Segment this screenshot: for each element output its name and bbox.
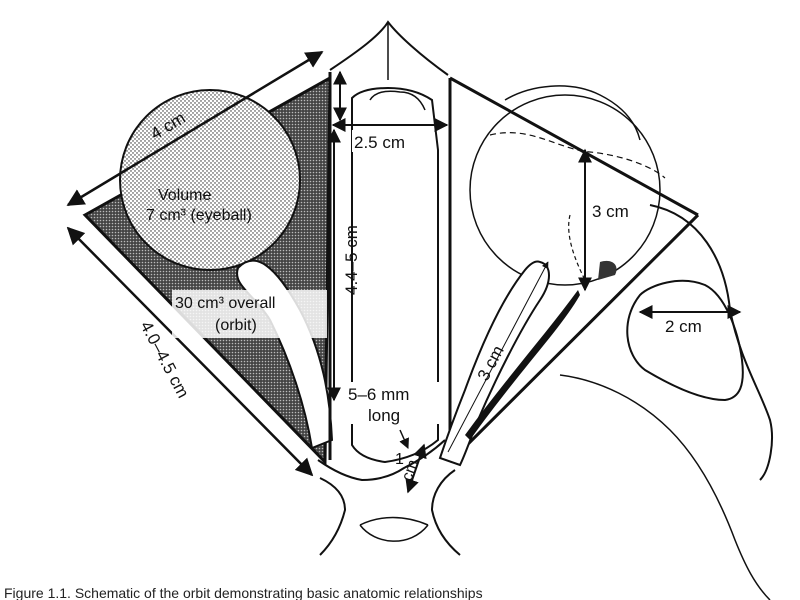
maxillary-sinus: [626, 279, 744, 402]
label-4.4-5cm: 4.4–5 cm: [342, 225, 361, 295]
label-1cm-unit: cm: [399, 458, 422, 484]
right-muscle: [465, 290, 580, 440]
optic-chiasm: [317, 439, 461, 556]
left-orbit: 4 cm Volume 7 cm³ (eyeball) 30 cm³ overa…: [66, 50, 334, 477]
caption-fragment: Figure 1.1. Schematic of the orbit demon…: [4, 585, 483, 600]
ethmoid-sinus: [351, 86, 439, 464]
right-cheek-region: 2 cm: [559, 204, 773, 600]
label-5-6mm: 5–6 mm: [348, 385, 409, 404]
right-eyeball: [469, 94, 661, 286]
label-volume: Volume: [158, 187, 211, 204]
central-region: 2.5 cm 4.4–5 cm 5–6 mm long: [317, 20, 461, 556]
label-right-2cm: 2 cm: [665, 317, 702, 336]
left-depth-arrow: [66, 226, 314, 477]
label-2.5cm: 2.5 cm: [354, 133, 405, 152]
label-right-3cm: 3 cm: [592, 202, 629, 221]
label-orbit: (orbit): [215, 317, 257, 334]
label-orbit-overall: 30 cm³ overall: [175, 295, 275, 312]
right-orbit: 3 cm 3 cm 1 cm: [395, 76, 700, 494]
label-1: 1: [395, 451, 404, 468]
left-4cm-arrow: [66, 50, 324, 207]
label-volume-eyeball: 7 cm³ (eyeball): [146, 207, 252, 224]
label-long: long: [368, 406, 400, 425]
left-eyeball: [119, 89, 301, 271]
